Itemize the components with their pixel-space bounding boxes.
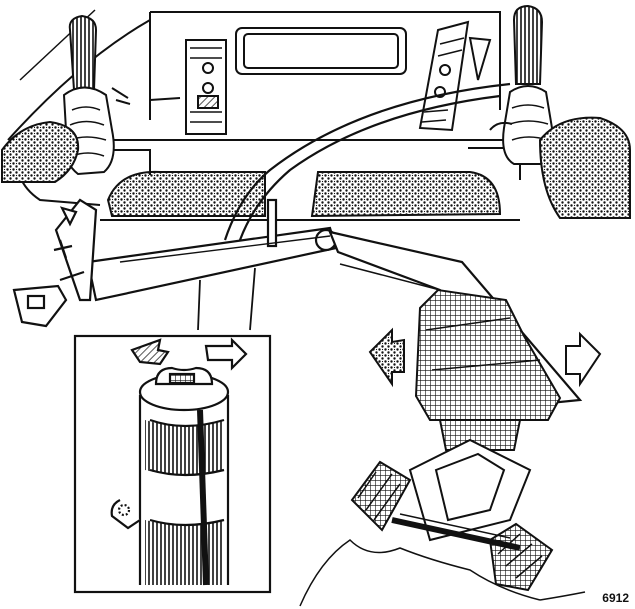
joystick-detail-inset	[75, 336, 270, 592]
slew-left-arrow-icon	[370, 330, 404, 384]
slew-right-arrow-icon	[566, 334, 600, 384]
rear-track	[490, 524, 552, 590]
left-switch-panel	[186, 40, 226, 134]
left-joystick	[2, 16, 130, 182]
right-switch-panel	[420, 22, 468, 130]
figure-number: 6912	[602, 591, 629, 605]
machine-top-view	[300, 290, 585, 606]
right-joystick	[490, 6, 630, 218]
